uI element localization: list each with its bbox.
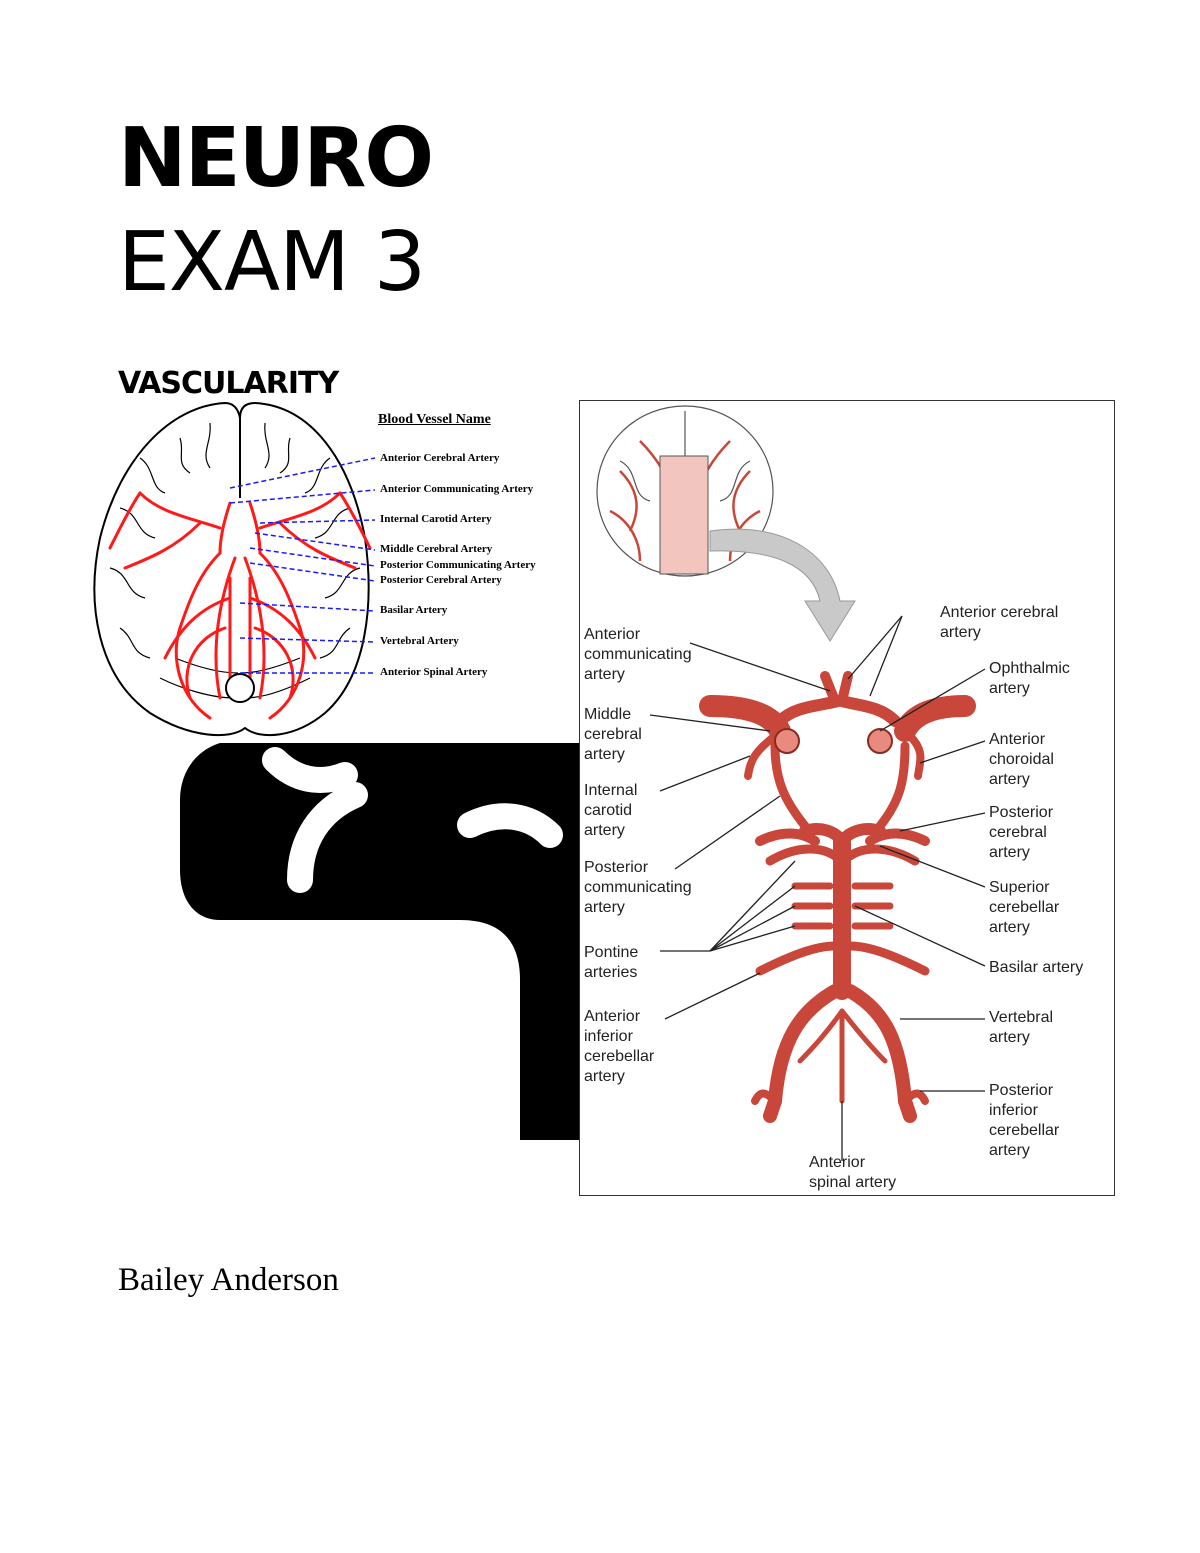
circle-of-willis-illustration (596, 405, 986, 1161)
legend-item: Middle Cerebral Artery (380, 543, 493, 555)
label-superior-cerebellar-artery: Superior cerebellar artery (989, 879, 1060, 936)
label-anterior-choroidal-artery: Anterior choroidal artery (989, 731, 1054, 788)
label-ophthalmic-artery: Ophthalmic artery (989, 660, 1070, 697)
legend-item: Anterior Cerebral Artery (380, 452, 500, 464)
black-decorative-shape (180, 740, 600, 1140)
label-internal-carotid-artery: Internal carotid artery (584, 782, 638, 839)
author-name: Bailey Anderson (118, 1262, 339, 1298)
legend-item: Vertebral Artery (380, 635, 459, 647)
document-title-line2: EXAM 3 (118, 215, 426, 310)
legend-title: Blood Vessel Name (378, 412, 491, 427)
label-anterior-cerebral-artery: Anterior cerebral artery (940, 604, 1059, 641)
legend-item: Anterior Spinal Artery (380, 666, 488, 678)
legend-item: Internal Carotid Artery (380, 513, 492, 525)
label-basilar-artery: Basilar artery (989, 959, 1084, 976)
label-posterior-inferior-cerebellar-artery: Posterior inferior cerebellar artery (989, 1082, 1060, 1159)
document-title-line1: NEURO (118, 111, 434, 206)
legend-item: Posterior Cerebral Artery (380, 574, 502, 586)
section-heading: VASCULARITY (118, 366, 339, 401)
legend-item: Basilar Artery (380, 604, 448, 616)
brain-inferior-view-figure: Blood Vessel Name Anterior Cerebral Arte… (80, 398, 580, 743)
brain-illustration (93, 401, 376, 737)
legend-item: Posterior Communicating Artery (380, 559, 536, 571)
label-middle-cerebral-artery: Middle cerebral artery (584, 706, 642, 763)
label-vertebral-artery: Vertebral artery (989, 1009, 1054, 1046)
legend-item: Anterior Communicating Artery (380, 483, 534, 495)
label-anterior-inferior-cerebellar-artery: Anterior inferior cerebellar artery (584, 1008, 655, 1085)
label-posterior-cerebral-artery: Posterior cerebral artery (989, 804, 1054, 861)
label-pontine-arteries: Pontine arteries (584, 944, 639, 981)
circle-of-willis-figure: Anterior cerebral artery Anterior commun… (579, 400, 1115, 1196)
label-anterior-communicating-artery: Anterior communicating artery (584, 626, 692, 683)
label-posterior-communicating-artery: Posterior communicating artery (584, 859, 692, 916)
label-anterior-spinal-artery: Anterior spinal artery (809, 1154, 897, 1191)
